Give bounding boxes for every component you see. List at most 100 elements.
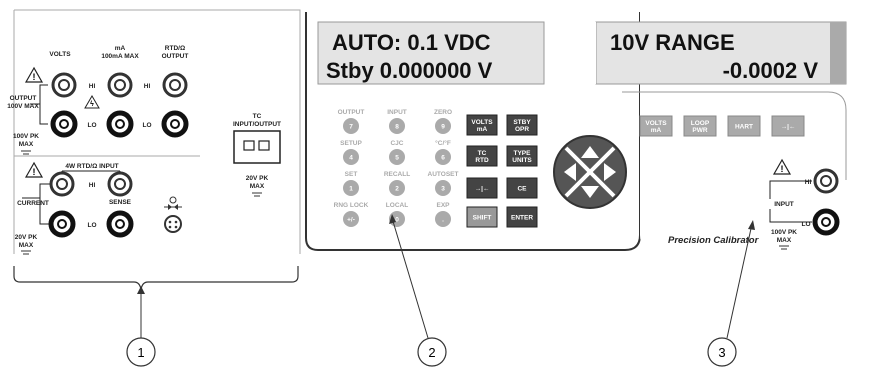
key-function-label: RECALL xyxy=(384,171,410,178)
key-digit-label: . xyxy=(442,217,444,224)
current-label: CURRENT xyxy=(17,200,49,207)
v100-pk-max-line1: 100V PK xyxy=(13,133,39,140)
callout-3-label: 3 xyxy=(718,345,725,360)
function-button-label: SHIFT xyxy=(473,215,492,222)
tc-label-line2: INPUT/OUTPUT xyxy=(233,121,281,128)
lo-label-2: LO xyxy=(142,122,151,129)
hi-label-2: HI xyxy=(144,83,151,90)
main-display xyxy=(317,21,545,85)
right-panel-button-label: →|← xyxy=(781,124,796,131)
key-digit-label: +/- xyxy=(347,217,355,224)
hi-label-3: HI xyxy=(89,182,96,189)
svg-text:ϟ: ϟ xyxy=(90,101,94,108)
rtd-output-label-line1: RTD/Ω xyxy=(165,45,185,52)
key-digit-label: 8 xyxy=(395,124,399,131)
ground-icon-3 xyxy=(252,192,262,197)
numeric-keypad: OUTPUT7INPUT8ZERO9SETUP4CJC5°C/°F6SET1RE… xyxy=(334,109,459,227)
key-function-label: °C/°F xyxy=(435,139,451,147)
key-function-label: LOCAL xyxy=(386,202,408,209)
right-hi-label: HI xyxy=(805,179,812,186)
function-button[interactable] xyxy=(506,145,538,167)
callout-3 xyxy=(707,337,737,367)
keypad-key[interactable] xyxy=(343,180,359,196)
navigation-pad[interactable] xyxy=(553,135,627,209)
key-digit-label: 1 xyxy=(349,186,353,193)
key-function-label: SET xyxy=(345,171,358,178)
lo-label-3: LO xyxy=(87,222,96,229)
shock-warning-icon: ϟ xyxy=(84,95,100,109)
right-panel-button[interactable] xyxy=(639,115,673,137)
function-button-label: CE xyxy=(517,186,527,193)
function-button-label-line1: TYPE xyxy=(514,150,532,157)
rtd-input-label: 4W RTD/Ω INPUT xyxy=(65,163,118,170)
v20-pk-max-line2: MAX xyxy=(19,242,34,249)
function-button[interactable] xyxy=(506,177,538,199)
sense-label: SENSE xyxy=(109,199,132,206)
right-panel-button[interactable] xyxy=(727,115,761,137)
callout-2 xyxy=(417,337,447,367)
v20-pk-max-line1: 20V PK xyxy=(15,234,38,241)
keypad-key[interactable] xyxy=(435,149,451,165)
ma-label-line2: 100mA MAX xyxy=(101,53,139,60)
keypad-key[interactable] xyxy=(435,211,451,227)
left-section: ! ϟ VOLTS mA 100mA MAX RTD/Ω OUTPUT OUTP… xyxy=(7,9,301,255)
svg-text:!: ! xyxy=(33,72,36,82)
callouts: 1 2 3 xyxy=(13,214,755,367)
secondary-display-line2: -0.0002 V xyxy=(723,58,819,83)
right-input-label: INPUT xyxy=(774,201,794,208)
callout-2-label: 2 xyxy=(428,345,435,360)
arrow-right-icon[interactable] xyxy=(604,163,616,181)
key-digit-label: 2 xyxy=(395,186,399,193)
tc-connector[interactable] xyxy=(233,130,281,164)
connector-symbol-icon xyxy=(164,196,182,210)
svg-text:!: ! xyxy=(33,167,36,177)
function-button[interactable] xyxy=(506,206,538,228)
right-panel-button[interactable] xyxy=(683,115,717,137)
brand-label: Precision Calibrator xyxy=(668,235,760,246)
tc-label-line1: TC xyxy=(253,113,262,120)
output-label-line1: OUTPUT xyxy=(10,95,37,102)
keypad-key[interactable] xyxy=(343,149,359,165)
din-connector-icon[interactable] xyxy=(164,215,182,233)
key-function-label: RNG LOCK xyxy=(334,202,369,209)
keypad-key[interactable] xyxy=(343,211,359,227)
function-button-label-line2: mA xyxy=(477,126,488,133)
tc-20v-line1: 20V PK xyxy=(246,175,269,182)
right-panel-button-label-line2: PWR xyxy=(692,127,707,134)
ma-label-line1: mA xyxy=(115,45,126,52)
arrow-up-icon[interactable] xyxy=(581,146,599,158)
keypad-key[interactable] xyxy=(435,180,451,196)
right-100v-line1: 100V PK xyxy=(771,229,797,236)
function-button-label-line1: VOLTS xyxy=(471,119,493,126)
main-display-line2: Stby 0.000000 V xyxy=(326,58,493,83)
v100-pk-max-line2: MAX xyxy=(19,141,34,148)
key-function-label: AUTOSET xyxy=(428,171,459,178)
ground-icon-2 xyxy=(21,250,31,255)
ground-icon-4 xyxy=(779,245,789,250)
main-display-line1: AUTO: 0.1 VDC xyxy=(332,30,491,55)
key-function-label: CJC xyxy=(390,140,403,147)
keypad-key[interactable] xyxy=(389,180,405,196)
key-digit-label: 7 xyxy=(349,124,353,131)
function-button[interactable] xyxy=(466,206,498,228)
right-panel-button-label-line1: VOLTS xyxy=(645,120,667,127)
tc-20v-line2: MAX xyxy=(250,183,265,190)
function-button[interactable] xyxy=(466,145,498,167)
arrow-down-icon[interactable] xyxy=(581,186,599,198)
arrow-left-icon[interactable] xyxy=(564,163,576,181)
right-panel-button-label: HART xyxy=(735,124,753,131)
keypad-key[interactable] xyxy=(343,118,359,134)
right-panel-button-label-line1: LOOP xyxy=(691,120,710,127)
function-button[interactable] xyxy=(506,114,538,136)
function-button[interactable] xyxy=(466,114,498,136)
keypad-key[interactable] xyxy=(389,118,405,134)
warning-icon: ! xyxy=(24,66,44,83)
keypad-key[interactable] xyxy=(389,149,405,165)
keypad-key[interactable] xyxy=(435,118,451,134)
function-button[interactable] xyxy=(466,177,498,199)
right-panel-button[interactable] xyxy=(771,115,805,137)
